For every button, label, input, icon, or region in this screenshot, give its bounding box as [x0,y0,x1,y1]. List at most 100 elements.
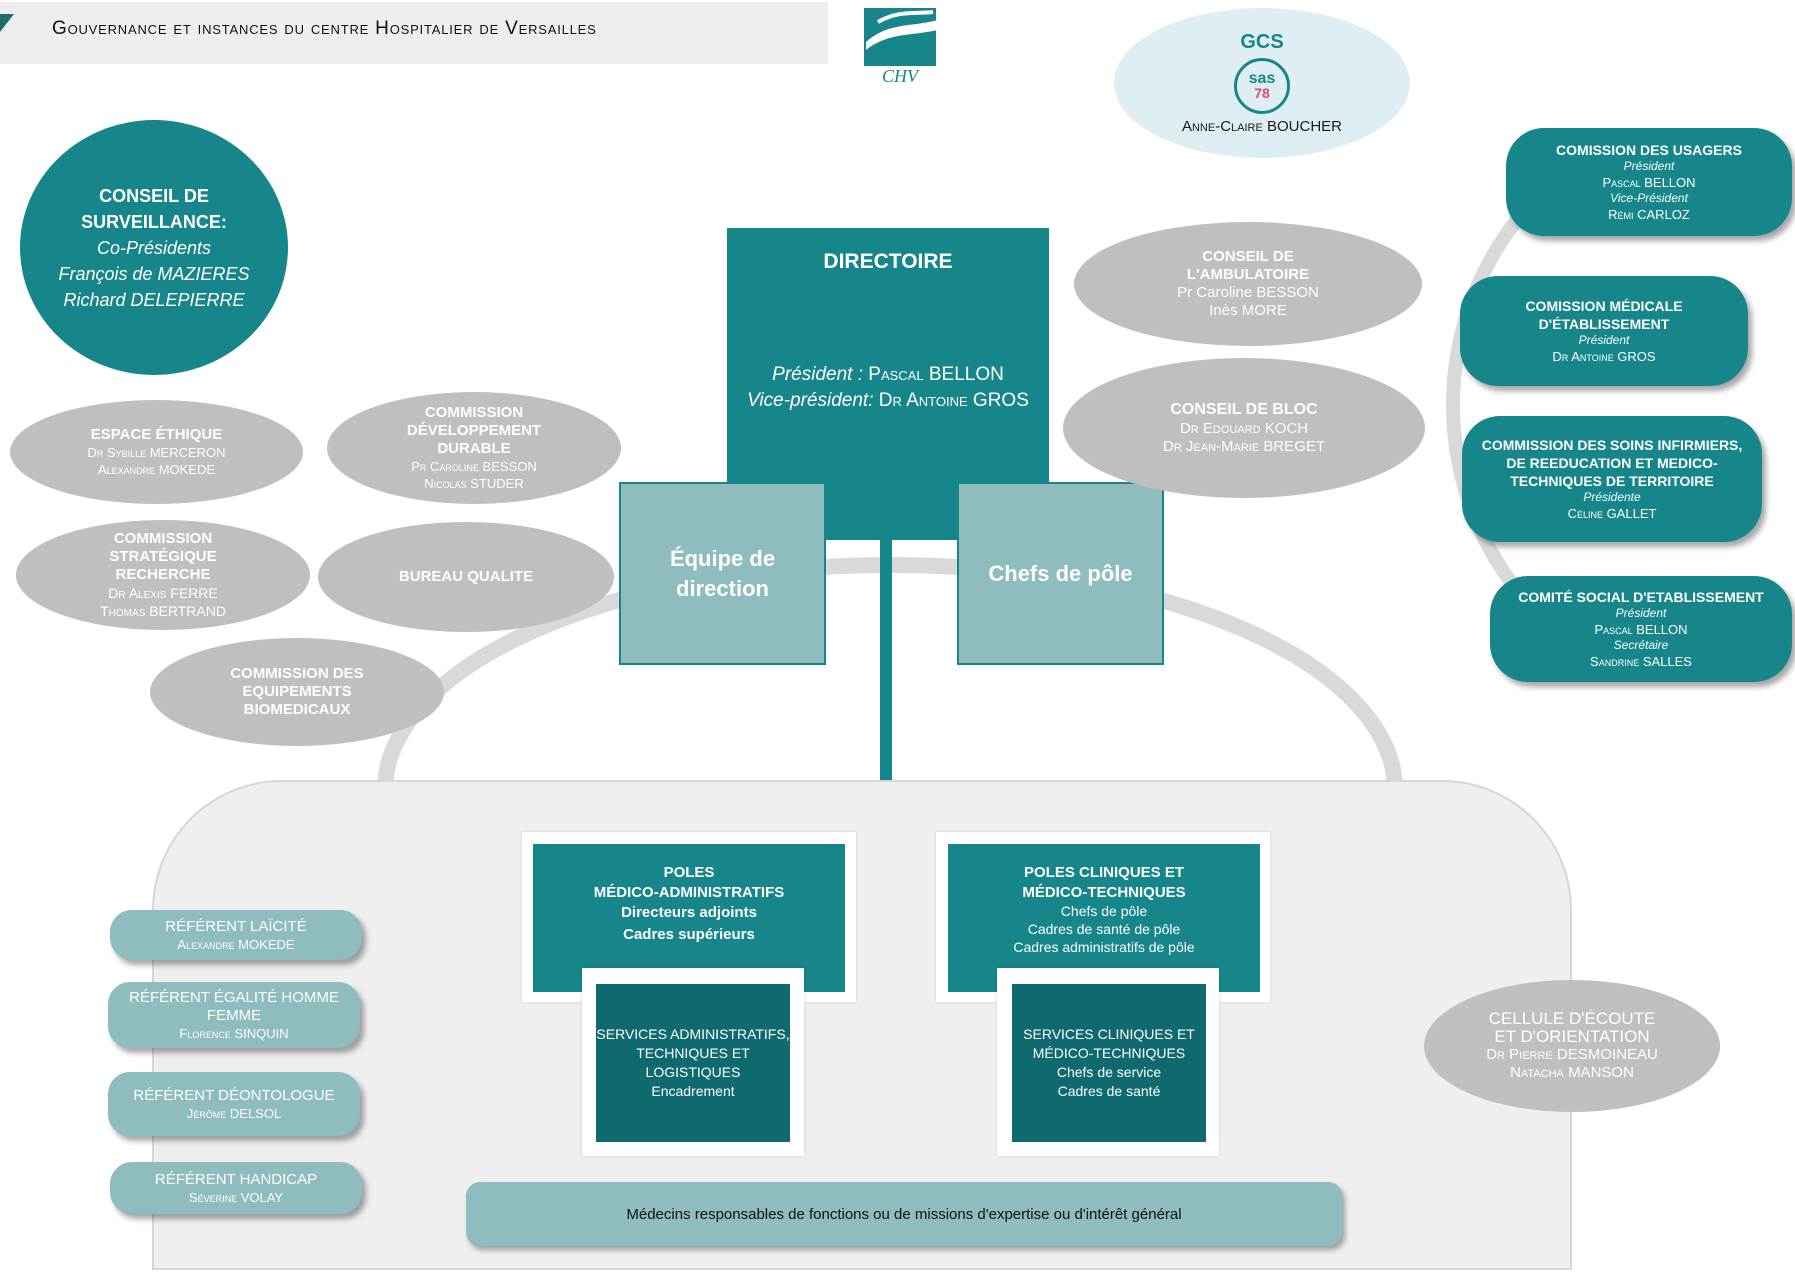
conseil-title: CONSEIL DE SURVEILLANCE: [81,185,227,232]
ambulatoire-p2: Inès MORE [1209,302,1287,319]
bloc-title: CONSEIL DE BLOC [1170,401,1318,418]
commission-developpement-durable: COMMISSION DÉVELOPPEMENT DURABLE Pr Caro… [327,392,621,504]
referent-deontologue: RÉFÉRENT DÉONTOLOGUE Jérôme DELSOL [108,1072,360,1136]
dev-durable-p2: Nicolas STUDER [424,476,524,491]
soins-role-1: Présidente [1583,490,1641,504]
social-title: COMITÉ SOCIAL D'ETABLISSEMENT [1518,589,1764,605]
bloc-p1: Dr Edouard KOCH [1179,420,1309,437]
gcs-person: Anne-Claire BOUCHER [1181,118,1343,135]
sas-badge-text: sas [1248,70,1276,87]
social-role-1: Président [1615,606,1667,620]
directoire-vp: Dr Antoine GROS [878,390,1029,411]
strat-recherche-title: COMMISSION STRATÉGIQUE RECHERCHE [109,530,217,583]
conseil-surveillance: CONSEIL DE SURVEILLANCE: Co-Présidents F… [20,120,288,375]
medicale-role-1: Président [1578,333,1630,347]
services-admin-title: SERVICES ADMINISTRATIFS, TECHNIQUES ET L… [596,1026,790,1080]
conseil-ambulatoire: CONSEIL DE L'AMBULATOIRE Pr Caroline BES… [1074,222,1422,346]
poles-admin-header: POLES MÉDICO-ADMINISTRATIFS Directeurs a… [533,844,845,992]
deontologue-title: RÉFÉRENT DÉONTOLOGUE [133,1086,335,1104]
gcs-ellipse: GCS sas 78 Anne-Claire BOUCHER [1114,8,1410,158]
laicite-title: RÉFÉRENT LAÏCITÉ [165,917,307,935]
laicite-person: Alexandre MOKEDE [177,936,295,952]
comite-social: COMITÉ SOCIAL D'ETABLISSEMENT Président … [1490,576,1792,682]
services-cliniques-line-1: Chefs de service [1056,1064,1162,1080]
poles-cliniques-header: POLES CLINIQUES ET MÉDICO-TECHNIQUES Che… [948,844,1260,992]
commission-soins: COMMISSION DES SOINS INFIRMIERS, DE REED… [1462,416,1762,542]
referent-egalite: RÉFÉRENT ÉGALITÉ HOMME FEMME Florence SI… [108,982,360,1048]
egalite-title: RÉFÉRENT ÉGALITÉ HOMME FEMME [129,988,339,1024]
poles-admin-line-2: Cadres supérieurs [623,926,755,943]
logo-label: CHV [882,66,920,84]
directoire-president-label: Président : [772,364,863,385]
directoire-vp-label: Vice-président: [747,390,874,411]
chefs-pole-box: Chefs de pôle [957,482,1164,665]
commission-medicale: COMISSION MÉDICALE D'ÉTABLISSEMENT Prési… [1460,276,1748,386]
espace-ethique-title: ESPACE ÉTHIQUE [90,426,223,443]
soins-title: COMMISSION DES SOINS INFIRMIERS, DE REED… [1481,437,1743,489]
connector-line [880,540,892,782]
equipe-direction-box: Équipe de direction [619,482,826,665]
bureau-qualite-title: BUREAU QUALITE [398,568,534,585]
usagers-person-1: Pascal BELLON [1602,175,1696,190]
services-cliniques-title: SERVICES CLINIQUES ET MÉDICO-TECHNIQUES [1023,1026,1195,1061]
conseil-role: Co-Présidents [96,237,212,258]
handicap-title: RÉFÉRENT HANDICAP [154,1170,318,1188]
conseil-person-1: François de MAZIERES [58,263,250,284]
dev-durable-title: COMMISSION DÉVELOPPEMENT DURABLE [406,404,542,457]
services-cliniques-box: SERVICES CLINIQUES ET MÉDICO-TECHNIQUES … [1012,984,1206,1142]
social-person-1: Pascal BELLON [1594,622,1688,637]
ambulatoire-p1: Pr Caroline BESSON [1177,284,1319,301]
espace-ethique-p2: Alexandre MOKEDE [97,462,216,477]
gcs-title: GCS [1240,31,1284,53]
handicap-person: Séverine VOLAY [188,1189,284,1205]
header-triangle-icon [0,14,14,32]
bureau-qualite: BUREAU QUALITE [318,522,614,632]
egalite-person: Florence SINQUIN [179,1025,289,1041]
poles-cliniques-title-1: POLES CLINIQUES ET [1023,864,1185,881]
deontologue-person: Jérôme DELSOL [186,1105,282,1121]
conseil-person-2: Richard DELEPIERRE [63,289,245,310]
commission-usagers: COMISSION DES USAGERS Président Pascal B… [1506,128,1792,236]
commission-equipements: COMMISSION DES EQUIPEMENTS BIOMEDICAUX [150,638,444,746]
referent-handicap: RÉFÉRENT HANDICAP Séverine VOLAY [110,1162,362,1214]
sas-badge-icon: sas 78 [1234,58,1290,114]
cellule-p2: Natacha MANSON [1510,1064,1634,1081]
sas-badge-number: 78 [1254,85,1270,101]
ambulatoire-title: CONSEIL DE L'AMBULATOIRE [1186,248,1310,283]
cellule-p1: Dr Pierre DESMOINEAU [1486,1046,1658,1063]
header-bar [0,2,828,64]
poles-admin-title-1: POLES [663,864,715,881]
poles-cliniques-line-1: Chefs de pôle [1060,903,1148,919]
poles-cliniques-line-3: Cadres administratifs de pôle [1013,939,1195,955]
bloc-p2: Dr Jean-Marie BREGET [1162,438,1326,455]
poles-cliniques-title-2: MÉDICO-TECHNIQUES [1022,884,1186,901]
medecins-bar: Médecins responsables de fonctions ou de… [466,1182,1342,1246]
cellule-title: CELLULE D'ÉCOUTE ET D'ORIENTATION [1488,1009,1656,1046]
medicale-title: COMISSION MÉDICALE D'ÉTABLISSEMENT [1525,298,1683,332]
social-role-2: Secrétaire [1613,638,1669,652]
usagers-title: COMISSION DES USAGERS [1556,142,1742,158]
poles-cliniques-line-2: Cadres de santé de pôle [1027,921,1181,937]
poles-admin-line-1: Directeurs adjoints [621,904,757,921]
dev-durable-p1: Pr Caroline BESSON [411,459,537,474]
equipe-direction-label: Équipe de direction [669,545,776,601]
services-admin-line: Encadrement [651,1083,735,1099]
espace-ethique-p1: Dr Sybille MERCERON [87,445,226,460]
equipements-title: COMMISSION DES EQUIPEMENTS BIOMEDICAUX [230,665,364,718]
medicale-person-1: Dr Antoine GROS [1552,349,1656,364]
referent-laicite: RÉFÉRENT LAÏCITÉ Alexandre MOKEDE [110,910,362,960]
soins-person-1: Céline GALLET [1567,506,1657,521]
strat-recherche-p1: Dr Alexis FERRE [108,585,218,601]
poles-admin-title-2: MÉDICO-ADMINISTRATIFS [593,884,785,901]
cellule-ecoute: CELLULE D'ÉCOUTE ET D'ORIENTATION Dr Pie… [1424,980,1720,1112]
services-admin-box: SERVICES ADMINISTRATIFS, TECHNIQUES ET L… [596,984,790,1142]
chefs-pole-label: Chefs de pôle [988,560,1133,586]
social-person-2: Sandrine SALLES [1590,654,1692,669]
page-title: Gouvernance et instances du centre Hospi… [52,18,597,39]
directoire-title: DIRECTOIRE [823,250,953,273]
conseil-bloc: CONSEIL DE BLOC Dr Edouard KOCH Dr Jean-… [1063,358,1425,498]
usagers-role-1: Président [1623,159,1675,173]
services-cliniques-line-2: Cadres de santé [1057,1083,1161,1099]
chv-logo: CHV [864,8,938,84]
usagers-person-2: Rémi CARLOZ [1608,207,1690,222]
